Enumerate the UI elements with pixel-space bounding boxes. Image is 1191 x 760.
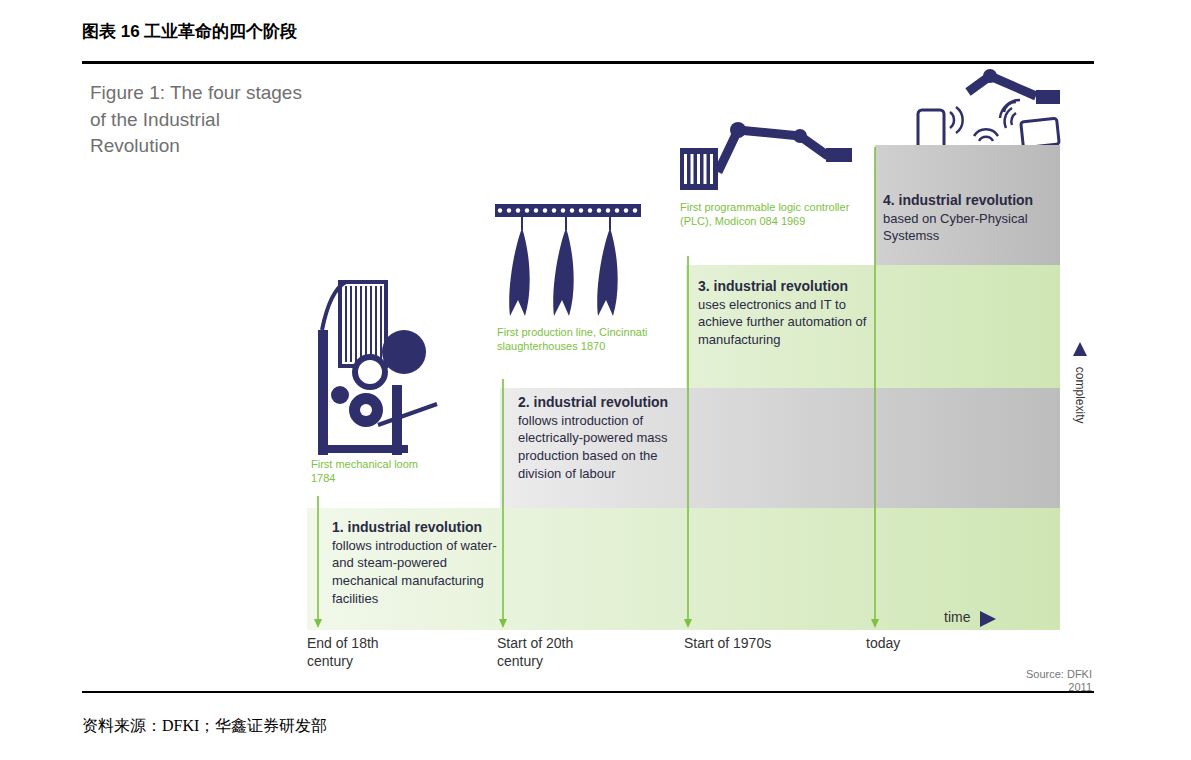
stage-heading: 4. industrial revolution	[883, 191, 1058, 210]
time-label: End of 18th century	[307, 634, 397, 670]
loom-icon	[318, 282, 437, 455]
plc-robot-icon	[680, 122, 852, 190]
band-text: 4. industrial revolutionbased on Cyber-P…	[883, 145, 1058, 245]
band-text: 1. industrial revolutionfollows introduc…	[332, 508, 502, 607]
stage-heading: 2. industrial revolution	[518, 393, 680, 412]
figure-title: 图表 16 工业革命的四个阶段	[82, 20, 297, 43]
stage-heading: 1. industrial revolution	[332, 518, 502, 537]
milestone-label: First mechanical loom 1784	[311, 458, 441, 486]
time-label: Start of 20th century	[497, 634, 592, 670]
time-arrowhead	[980, 611, 996, 627]
time-label: Start of 1970s	[684, 634, 804, 652]
production-line-icon	[495, 204, 641, 316]
stage-band: 2. industrial revolutionfollows introduc…	[500, 388, 1060, 508]
source-note: Source: DFKI 2011	[1000, 668, 1092, 694]
band-text: 3. industrial revolutionuses electronics…	[698, 265, 868, 349]
source-caption: 资料来源：DFKI；华鑫证券研发部	[82, 716, 327, 737]
timeline-arrows	[314, 147, 879, 628]
stage-heading: 3. industrial revolution	[698, 277, 868, 296]
stage-description: based on Cyber-Physical Systemss	[883, 210, 1058, 245]
figure-label: Figure 1: The four stages of the Industr…	[90, 80, 310, 160]
milestone-label: First programmable logic controller (PLC…	[680, 201, 865, 229]
complexity-arrowhead	[1073, 342, 1087, 356]
stage-description: follows introduction of electrically-pow…	[518, 412, 680, 482]
axis-label: time	[944, 609, 978, 626]
bottom-rule	[82, 691, 1094, 693]
stage-band: 3. industrial revolutionuses electronics…	[686, 265, 1060, 388]
top-rule	[82, 61, 1094, 64]
band-text: 2. industrial revolutionfollows introduc…	[518, 388, 680, 482]
frame-rules	[82, 61, 1094, 693]
milestone-label: First production line, Cincinnati slaugh…	[497, 326, 657, 354]
axis-label: complexity	[1073, 355, 1087, 435]
stage-description: uses electronics and IT to achieve furth…	[698, 296, 868, 349]
time-label: today	[866, 634, 926, 652]
stage-description: follows introduction of water- and steam…	[332, 537, 502, 607]
stage-band: 4. industrial revolutionbased on Cyber-P…	[875, 145, 1060, 265]
